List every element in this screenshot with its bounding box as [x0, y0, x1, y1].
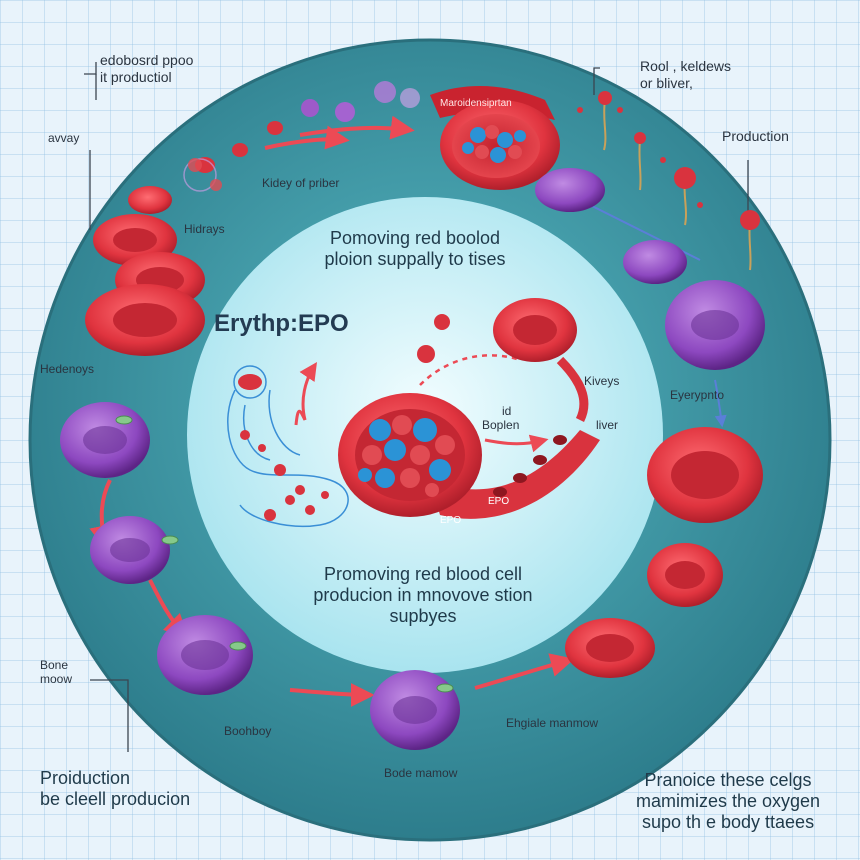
label-production-right: Production — [722, 128, 789, 144]
label-epo-1: EPO — [440, 515, 462, 526]
blue-arrow — [714, 379, 727, 428]
label-inner-bottom: Promoving red blood cell producion in mn… — [313, 564, 533, 627]
label-boohboy: Boohboy — [224, 724, 272, 738]
label-kiveys: Kiveys — [584, 374, 620, 388]
label-maroon: Maroidensiprtan — [440, 98, 512, 109]
precursor-top-right-1 — [535, 168, 605, 212]
label-bottom-left: Proiduction be cleell producion — [40, 768, 191, 810]
label-bode-marrow: Bode mamow — [384, 766, 458, 780]
label-avvay: avvay — [48, 131, 80, 145]
label-id: id — [502, 404, 512, 418]
label-top-left: edobosrd ppoo it productiol — [100, 52, 194, 85]
center-illustration — [227, 298, 600, 528]
label-kidney-of-priber: Kidey of priber — [262, 176, 340, 190]
top-vessel — [430, 85, 560, 190]
top-left-cells — [128, 81, 420, 214]
label-eyerypnto: Eyerypnto — [670, 388, 725, 402]
label-boplen: Boplen — [482, 418, 520, 432]
label-bottom-right: Pranoice these celgs mamimizes the oxyge… — [635, 770, 821, 833]
label-right-top: Rool , keldews or bliver, — [640, 58, 732, 91]
ring-cells — [60, 168, 765, 750]
top-right-dots — [577, 91, 760, 230]
label-ehgiale-marrow: Ehgiale manmow — [506, 716, 599, 730]
center-title: Erythp:EPO — [214, 310, 349, 337]
label-liver: liver — [596, 418, 619, 432]
pointer-lines — [84, 62, 749, 752]
label-epo-2: EPO — [488, 496, 510, 507]
precursor-top-right-2 — [623, 240, 687, 284]
green-tags — [115, 415, 454, 693]
label-bone-marrow-left: Bone moow — [40, 658, 73, 687]
label-hedenoys: Hedenoys — [40, 362, 95, 376]
ring-edge — [28, 38, 832, 842]
label-hidrays: Hidrays — [184, 222, 225, 236]
label-inner-top: Pomoving red boolod ploion suppally to t… — [324, 228, 506, 270]
cluster-center — [358, 415, 455, 497]
cluster-top — [462, 125, 526, 163]
blue-flow-line — [589, 204, 701, 261]
